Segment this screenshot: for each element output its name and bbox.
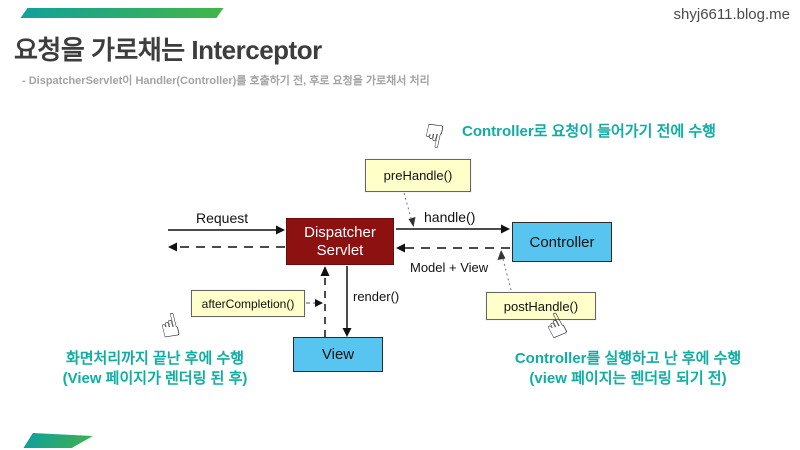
node-dispatcher-servlet: Dispatcher Servlet — [286, 218, 394, 265]
dispatcher-servlet-line2: Servlet — [316, 241, 364, 259]
accent-bar — [20, 8, 224, 18]
corner-accent — [23, 433, 94, 448]
annotation-posthandle: Controller를 실행하고 난 후에 수행 (view 페이지는 렌더링 … — [468, 349, 788, 389]
edge-label-request: Request — [196, 210, 249, 226]
annotation-prehandle: Controller로 요청이 들어가기 전에 수행 — [462, 123, 716, 140]
dispatcher-servlet-line1: Dispatcher — [304, 223, 376, 241]
annotation-posthandle-line2: (view 페이지는 렌더링 되기 전) — [529, 370, 727, 387]
annotation-aftercompletion-line2: (View 페이지가 렌더링 된 후) — [62, 370, 248, 387]
edge-label-handle: handle() — [424, 209, 476, 225]
annotation-posthandle-line1: Controller를 실행하고 난 후에 수행 — [514, 350, 742, 367]
blog-url: shyj6611.blog.me — [673, 6, 790, 23]
pointing-hand-up-left-icon: ☝ — [155, 305, 184, 347]
node-aftercompletion: afterCompletion() — [191, 290, 305, 317]
edge-label-render: render() — [353, 289, 400, 304]
node-view: View — [293, 337, 383, 372]
page-subtitle: - DispatcherServlet이 Handler(Controller)… — [22, 75, 430, 87]
node-prehandle: preHandle() — [365, 159, 471, 192]
annotation-aftercompletion: 화면처리까지 끝난 후에 수행 (View 페이지가 렌더링 된 후) — [35, 349, 275, 389]
node-controller: Controller — [512, 222, 612, 262]
node-posthandle: postHandle() — [486, 292, 596, 320]
page-title: 요청을 가로채는 Interceptor — [14, 35, 322, 65]
pointing-hand-down-icon: ☟ — [420, 115, 448, 157]
annotation-aftercompletion-line1: 화면처리까지 끝난 후에 수행 — [65, 350, 245, 367]
edge-label-model-view: Model + View — [410, 260, 489, 275]
